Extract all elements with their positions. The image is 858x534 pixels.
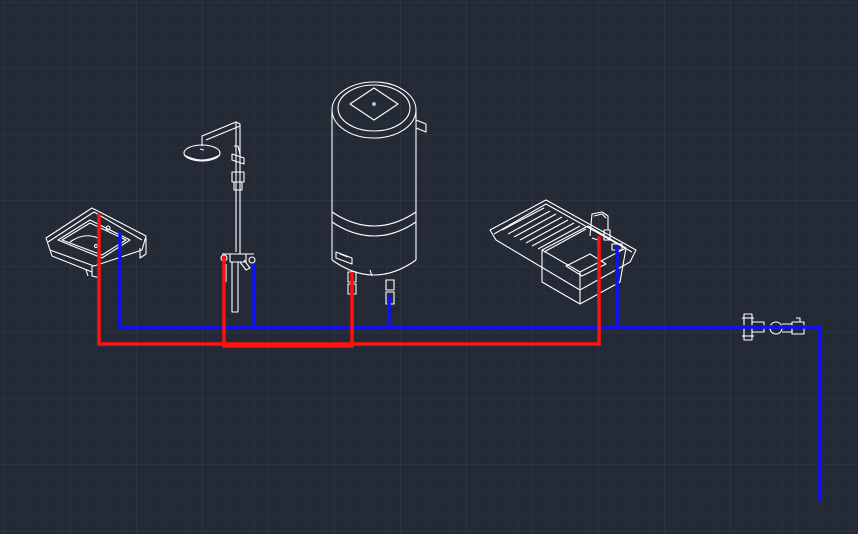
boiler-icon[interactable] (331, 81, 427, 306)
washbasin-icon[interactable] (45, 207, 147, 279)
shower-set-icon[interactable] (183, 121, 256, 313)
cold-water-line (118, 232, 822, 502)
hot-water-line (97, 214, 601, 348)
kitchen-sink-icon[interactable] (489, 199, 637, 305)
